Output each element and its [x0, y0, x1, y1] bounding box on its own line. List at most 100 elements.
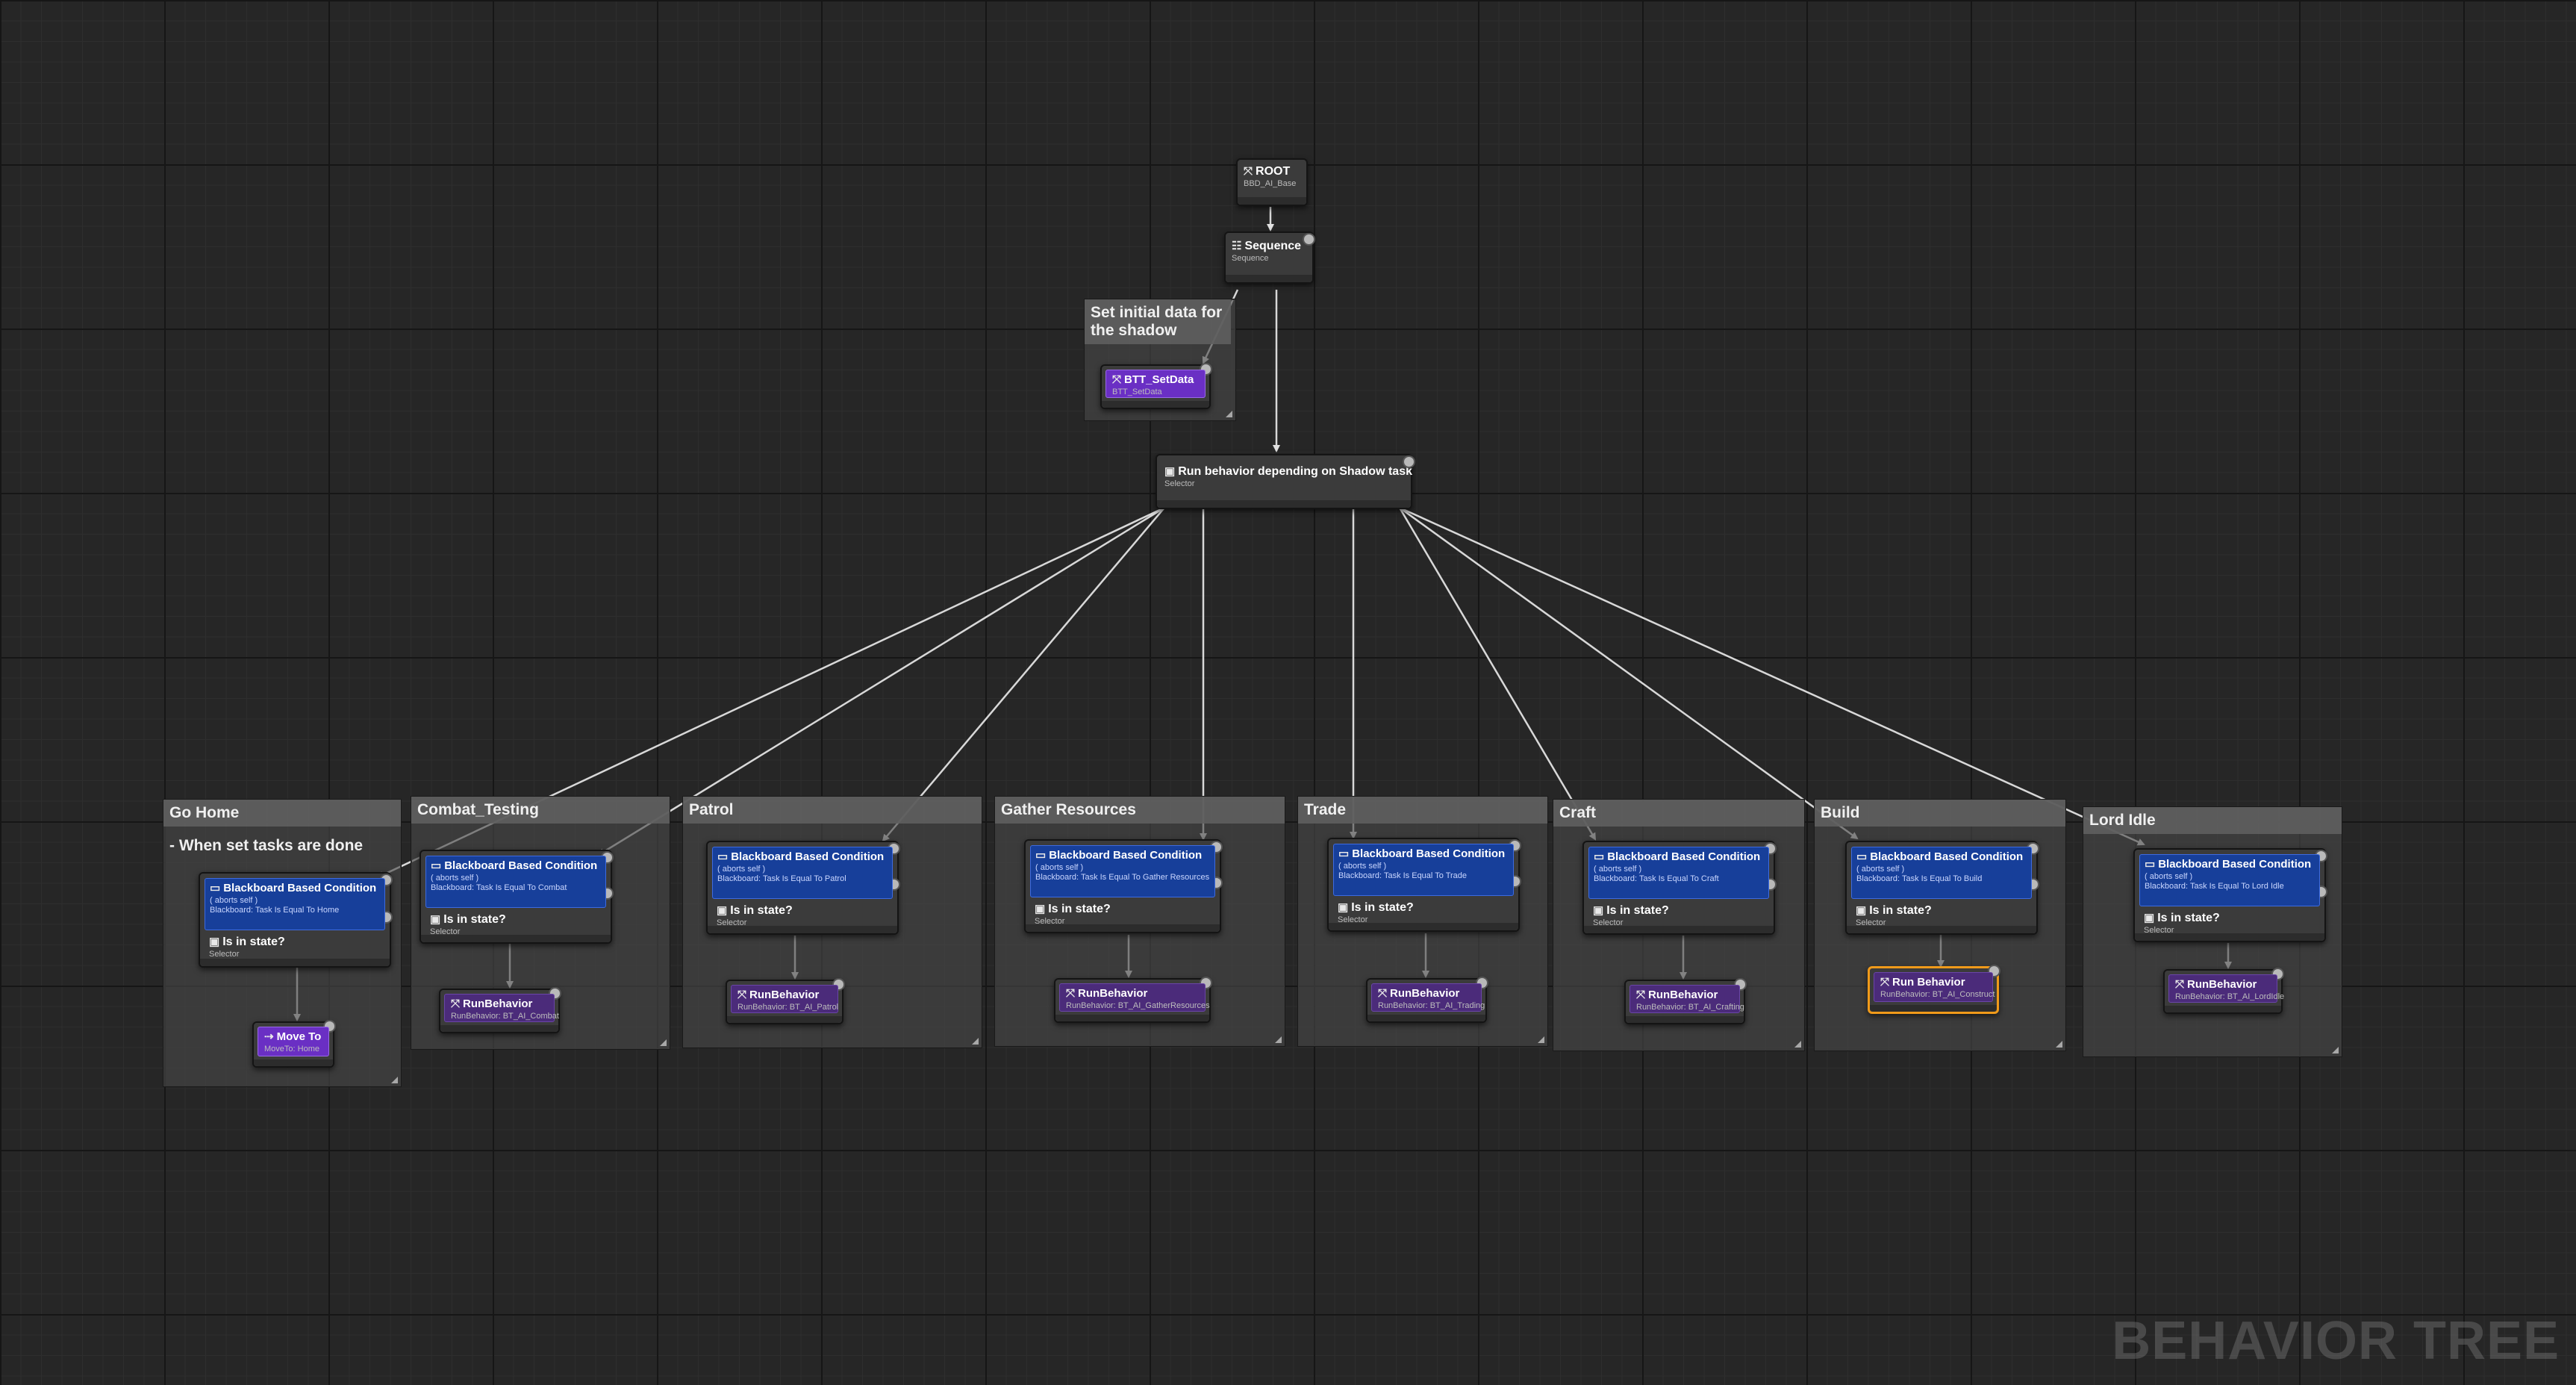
comment-title: Gather Resources — [995, 797, 1285, 824]
run-behavior-icon: ⤧ — [2175, 978, 2185, 991]
task-node-trade[interactable]: ⤧RunBehavior RunBehavior: BT_AI_Trading — [1366, 977, 1488, 1023]
task-subtitle: RunBehavior: BT_AI_Construct — [1880, 990, 1995, 999]
decorator-aborts: ( aborts self ) — [1035, 863, 1084, 872]
sequence-subtitle: Sequence — [1232, 254, 1269, 263]
decorator-title: Blackboard Based Condition — [1352, 847, 1506, 860]
decorator-aborts: ( aborts self ) — [2145, 872, 2193, 881]
decorator-title: Blackboard Based Condition — [731, 850, 885, 863]
decorator-node-lord-idle[interactable]: ▭Blackboard Based Condition ( aborts sel… — [2133, 848, 2327, 942]
decorator-node-go-home[interactable]: ▭Blackboard Based Condition ( aborts sel… — [199, 872, 393, 968]
decorator-title: Blackboard Based Condition — [1607, 850, 1761, 863]
task-subtitle: RunBehavior: BT_AI_Combat — [451, 1012, 559, 1021]
resize-grip[interactable] — [391, 1077, 398, 1083]
task-subtitle: RunBehavior: BT_AI_Crafting — [1636, 1003, 1744, 1012]
composite-title: Is in state? — [222, 936, 285, 948]
composite-subtitle: Selector — [1338, 915, 1368, 924]
task-subtitle: RunBehavior: BT_AI_GatherResources — [1066, 1001, 1210, 1010]
comment-title: Build — [1815, 800, 2065, 827]
run-behavior-icon: ⤧ — [1636, 989, 1646, 1001]
selector-icon: ▣ — [1035, 903, 1046, 915]
decorator-node-craft[interactable]: ▭Blackboard Based Condition ( aborts sel… — [1582, 841, 1777, 935]
composite-title: Is in state? — [1048, 903, 1111, 915]
task-node-patrol[interactable]: ⤧RunBehavior RunBehavior: BT_AI_Patrol — [726, 978, 845, 1024]
task-subtitle: RunBehavior: BT_AI_LordIdle — [2175, 992, 2285, 1001]
output-pin[interactable] — [1303, 233, 1315, 246]
setdata-task-subtitle: BTT_SetData — [1112, 388, 1162, 396]
task-node-craft[interactable]: ⤧RunBehavior RunBehavior: BT_AI_Crafting — [1624, 978, 1747, 1024]
resize-grip[interactable] — [1226, 411, 1232, 417]
decorator-node-build[interactable]: ▭Blackboard Based Condition ( aborts sel… — [1845, 841, 2039, 935]
decorator-node-combat[interactable]: ▭Blackboard Based Condition ( aborts sel… — [420, 850, 614, 944]
blackboard-icon: ▭ — [210, 882, 221, 894]
blackboard-icon: ▭ — [1338, 847, 1350, 860]
run-behavior-icon: ⤧ — [451, 997, 461, 1010]
decorator-condition: Blackboard: Task Is Equal To Home — [210, 906, 340, 915]
selector-icon: ▣ — [209, 936, 220, 948]
setdata-task-node[interactable]: ⤧BTT_SetData BTT_SetData — [1100, 363, 1212, 409]
decorator-node-trade[interactable]: ▭Blackboard Based Condition ( aborts sel… — [1327, 838, 1521, 932]
setdata-task-title: BTT_SetData — [1124, 373, 1194, 386]
node-bottom-bar — [1102, 401, 1209, 408]
node-bottom-bar — [1584, 926, 1774, 933]
decorator-condition: Blackboard: Task Is Equal To Build — [1856, 874, 1983, 883]
decorator-node-gather[interactable]: ▭Blackboard Based Condition ( aborts sel… — [1024, 839, 1223, 933]
decorator-condition: Blackboard: Task Is Equal To Gather Reso… — [1035, 873, 1210, 882]
root-subtitle: BBD_AI_Base — [1244, 179, 1297, 188]
wire-selector-patrol — [882, 507, 1165, 842]
task-node-go-home[interactable]: ⇢Move To MoveTo: Home — [252, 1020, 336, 1068]
decorator-title: Blackboard Based Condition — [223, 882, 377, 894]
selector-icon: ▣ — [1856, 904, 1867, 917]
resize-grip[interactable] — [660, 1039, 667, 1046]
node-bottom-bar — [1157, 500, 1411, 508]
comment-title: Trade — [1298, 797, 1547, 824]
node-bottom-bar — [2135, 933, 2324, 941]
task-node-build[interactable]: ⤧Run Behavior RunBehavior: BT_AI_Constru… — [1868, 965, 2000, 1014]
comment-title: Craft — [1553, 800, 1804, 827]
comment-title: Go Home — [163, 800, 401, 827]
resize-grip[interactable] — [2056, 1041, 2062, 1048]
resize-grip[interactable] — [1275, 1036, 1282, 1043]
task-node-combat[interactable]: ⤧RunBehavior RunBehavior: BT_AI_Combat — [439, 987, 561, 1033]
composite-subtitle: Selector — [430, 927, 461, 936]
selector-icon: ▣ — [717, 904, 728, 917]
task-title: RunBehavior — [1390, 987, 1460, 1000]
decorator-node-patrol[interactable]: ▭Blackboard Based Condition ( aborts sel… — [706, 841, 900, 935]
comment-note: - When set tasks are done — [169, 837, 364, 854]
selector-icon: ▣ — [430, 913, 441, 926]
composite-subtitle: Selector — [717, 918, 747, 927]
task-title: Move To — [276, 1030, 322, 1043]
decorator-aborts: ( aborts self ) — [431, 874, 479, 883]
selector-icon: ▣ — [2144, 912, 2155, 924]
node-bottom-bar — [1847, 926, 2036, 933]
root-node[interactable]: ⤧ROOT BBD_AI_Base — [1236, 158, 1308, 206]
decorator-title: Blackboard Based Condition — [1049, 849, 1203, 862]
blackboard-icon: ▭ — [1594, 850, 1605, 863]
node-bottom-bar — [2165, 1006, 2281, 1012]
resize-grip[interactable] — [2332, 1047, 2339, 1053]
resize-grip[interactable] — [1794, 1041, 1801, 1048]
selector-node[interactable]: ▣Run behavior depending on Shadow task S… — [1156, 454, 1415, 509]
decorator-aborts: ( aborts self ) — [1338, 862, 1387, 871]
sequence-node[interactable]: ☷Sequence Sequence — [1224, 231, 1315, 284]
node-bottom-bar — [708, 926, 897, 933]
node-bottom-bar — [1626, 1016, 1744, 1023]
wire-selector-craft — [1398, 507, 1597, 841]
blackboard-icon: ▭ — [717, 850, 729, 863]
task-subtitle: MoveTo: Home — [264, 1045, 319, 1053]
task-node-lord-idle[interactable]: ⤧RunBehavior RunBehavior: BT_AI_LordIdle — [2163, 968, 2285, 1014]
comment-title: Set initial data for the shadow — [1085, 299, 1231, 344]
selector-icon: ▣ — [1593, 904, 1604, 917]
selector-subtitle: Selector — [1164, 479, 1195, 488]
node-bottom-bar — [254, 1059, 333, 1066]
output-pin[interactable] — [1403, 455, 1415, 468]
decorator-condition: Blackboard: Task Is Equal To Craft — [1594, 874, 1719, 883]
task-node-gather[interactable]: ⤧RunBehavior RunBehavior: BT_AI_GatherRe… — [1054, 977, 1212, 1023]
resize-grip[interactable] — [972, 1038, 979, 1045]
task-subtitle: RunBehavior: BT_AI_Trading — [1378, 1001, 1485, 1010]
resize-grip[interactable] — [1538, 1036, 1544, 1043]
comment-set-initial-data[interactable]: Set initial data for the shadow — [1084, 299, 1236, 421]
node-bottom-bar — [1870, 1005, 1997, 1012]
node-bottom-bar — [1055, 1015, 1209, 1021]
decorator-aborts: ( aborts self ) — [1594, 865, 1642, 874]
blackboard-icon: ▭ — [431, 859, 442, 872]
